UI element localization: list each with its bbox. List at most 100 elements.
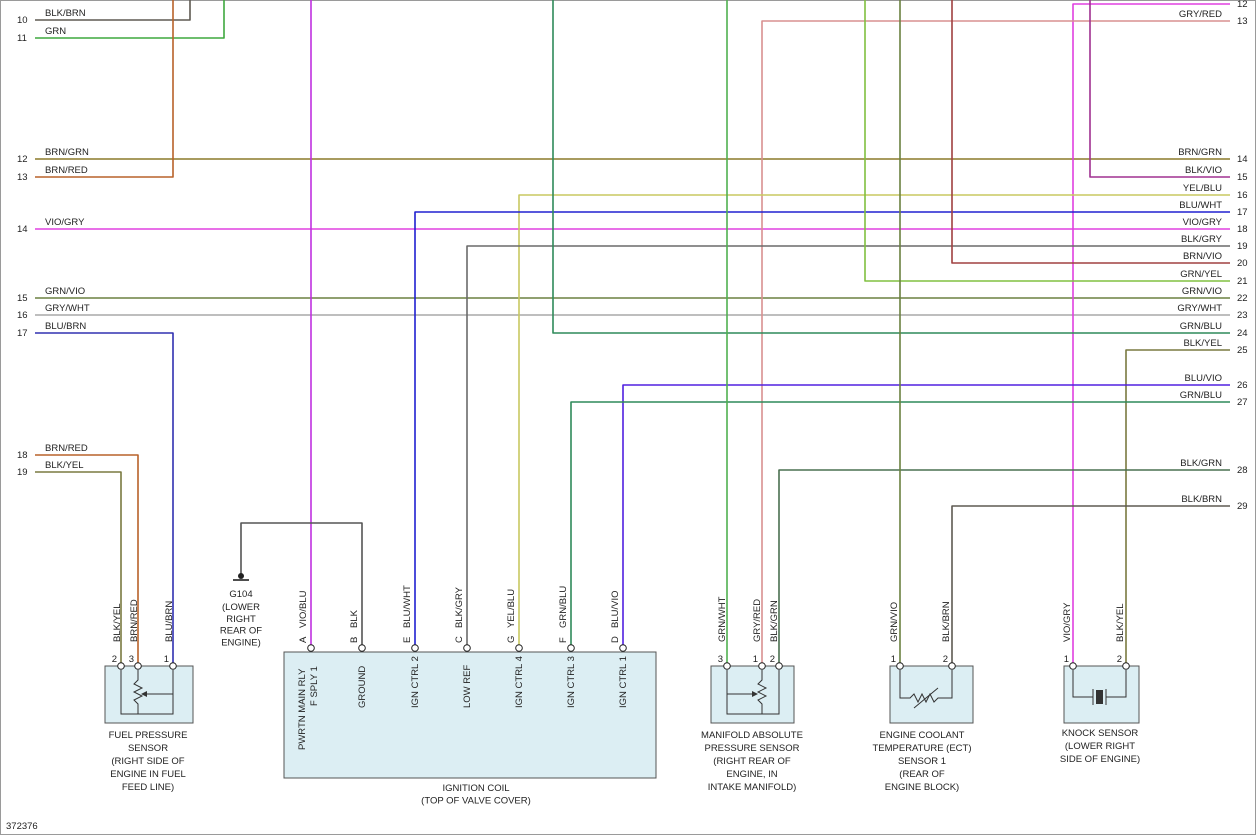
right-wire-label-15: BLK/VIO xyxy=(1185,165,1222,176)
left-pin-17: 17 xyxy=(17,328,28,339)
wire-grn-blu-coil xyxy=(570,401,1230,648)
ignition-coil-pin-letter-g: G xyxy=(506,636,517,643)
map-sensor-pin-1 xyxy=(758,662,766,670)
fuel-pressure-pin-num-2: 2 xyxy=(112,654,117,665)
map-sensor-arrow-icon xyxy=(752,691,758,697)
wire-brn-red-sensor xyxy=(35,454,139,666)
right-pin-21: 21 xyxy=(1237,276,1248,287)
right-pin-22: 22 xyxy=(1237,293,1248,304)
ignition-coil-pin-f xyxy=(567,644,575,652)
right-wire-label-23: GRY/WHT xyxy=(1177,303,1222,314)
wire-vio-gry-knock xyxy=(1072,3,1230,666)
right-wire-label-13: GRY/RED xyxy=(1179,9,1222,20)
wire-blk-yel-knock xyxy=(1125,349,1230,666)
map-sensor-pin-num-1: 1 xyxy=(753,654,758,665)
right-wire-label-18: VIO/GRY xyxy=(1183,217,1223,228)
map-sensor-title-line-2: PRESSURE SENSOR xyxy=(704,743,799,754)
ect-sensor-pin-wire-2: BLK/BRN xyxy=(941,601,952,642)
map-sensor-pin-wire-2: BLK/GRN xyxy=(769,600,780,642)
left-pin-16: 16 xyxy=(17,310,28,321)
ignition-coil-pin-d xyxy=(619,644,627,652)
ignition-coil-pin-func-c: LOW REF xyxy=(462,665,473,708)
right-wire-label-29: BLK/BRN xyxy=(1181,494,1222,505)
knock-sensor-pin-2 xyxy=(1122,662,1130,670)
ignition-coil-body xyxy=(283,651,657,779)
right-pin-18: 18 xyxy=(1237,224,1248,235)
right-pin-27: 27 xyxy=(1237,397,1248,408)
ignition-coil-pin-wire-d: BLU/VIO xyxy=(610,591,621,629)
label-layer: 10BLK/BRN11GRN12BRN/GRN13BRN/RED14VIO/GR… xyxy=(17,0,1248,807)
ignition-coil-pin-func-b: GROUND xyxy=(357,666,368,708)
fuel-pressure-sensor-title-line-2: SENSOR xyxy=(128,743,168,754)
knock-sensor-lead-left xyxy=(1072,670,1093,698)
left-wire-label-15: GRN/VIO xyxy=(45,286,85,297)
right-pin-25: 25 xyxy=(1237,345,1248,356)
fuel-pressure-pin-wire-2: BLK/YEL xyxy=(112,603,123,642)
ignition-coil-pin-a xyxy=(307,644,315,652)
right-wire-label-22: GRN/VIO xyxy=(1182,286,1222,297)
left-pin-11: 11 xyxy=(17,33,27,44)
left-wire-label-14: VIO/GRY xyxy=(45,217,85,228)
ignition-coil-pin-e xyxy=(411,644,419,652)
right-pin-15: 15 xyxy=(1237,172,1248,183)
fuel-pressure-pin-wire-3: BRN/RED xyxy=(129,599,140,642)
right-pin-12: 12 xyxy=(1237,0,1248,10)
ect-sensor-thermistor-icon xyxy=(899,670,953,704)
right-wire-label-25: BLK/YEL xyxy=(1183,338,1222,349)
ignition-coil-pin-func-a: PWRTN MAIN RLY xyxy=(297,668,308,750)
right-wire-label-20: BRN/VIO xyxy=(1183,251,1222,262)
ignition-coil-pin-func-e: IGN CTRL 2 xyxy=(410,656,421,708)
right-pin-23: 23 xyxy=(1237,310,1248,321)
left-pin-15: 15 xyxy=(17,293,28,304)
map-sensor-pin-wire-1: GRY/RED xyxy=(752,599,763,642)
map-sensor-pin-num-2: 2 xyxy=(770,654,775,665)
wire-grn-blu-upper xyxy=(552,0,1230,334)
ground-g104-node xyxy=(238,573,244,579)
ignition-coil-pin-wire-g: YEL/BLU xyxy=(506,589,517,628)
knock-sensor-pin-1 xyxy=(1069,662,1077,670)
ignition-coil-title-line-2: (TOP OF VALVE COVER) xyxy=(421,796,531,807)
wire-grn-left xyxy=(35,0,225,39)
ignition-coil-pin-g xyxy=(515,644,523,652)
ignition-coil-pin-letter-a: A xyxy=(298,636,309,643)
knock-sensor-title-line-2: (LOWER RIGHT xyxy=(1065,741,1135,752)
left-wire-label-12: BRN/GRN xyxy=(45,147,89,158)
ignition-coil-pin-func-d: IGN CTRL 1 xyxy=(618,656,629,708)
knock-sensor-lead-right xyxy=(1106,670,1127,698)
right-pin-26: 26 xyxy=(1237,380,1248,391)
fuel-pressure-pin-3 xyxy=(134,662,142,670)
ect-sensor-pin-num-1: 1 xyxy=(891,654,896,665)
right-wire-label-14: BRN/GRN xyxy=(1178,147,1222,158)
right-pin-19: 19 xyxy=(1237,241,1248,252)
left-pin-14: 14 xyxy=(17,224,28,235)
map-sensor-pin-wire-3: GRN/WHT xyxy=(717,596,728,642)
map-sensor-title-line-4: ENGINE, IN xyxy=(726,769,777,780)
fuel-pressure-sensor-resistor-icon xyxy=(132,670,144,714)
ignition-coil-pin-func2-a: F SPLY 1 xyxy=(309,666,320,706)
fuel-pressure-sensor-title-line-5: FEED LINE) xyxy=(122,782,174,793)
fuel-pressure-pin-wire-1: BLU/BRN xyxy=(164,601,175,642)
wire-layer xyxy=(35,0,1230,666)
ignition-coil-pin-letter-f: F xyxy=(558,637,569,643)
left-wire-label-13: BRN/RED xyxy=(45,165,88,176)
ignition-coil-pin-wire-c: BLK/GRY xyxy=(454,586,465,628)
left-wire-label-17: BLU/BRN xyxy=(45,321,86,332)
diagram-id: 372376 xyxy=(6,821,38,832)
right-pin-14: 14 xyxy=(1237,154,1248,165)
component-layer xyxy=(104,573,1140,779)
right-wire-label-17: BLU/WHT xyxy=(1179,200,1222,211)
left-wire-label-18: BRN/RED xyxy=(45,443,88,454)
ect-sensor-pin-wire-1: GRN/VIO xyxy=(889,602,900,642)
left-wire-label-10: BLK/BRN xyxy=(45,8,86,19)
ignition-coil-pin-wire-f: GRN/BLU xyxy=(558,586,569,628)
fuel-pressure-sensor-circuit xyxy=(120,670,174,715)
ignition-coil-pin-wire-a: VIO/BLU xyxy=(298,590,309,628)
right-pin-17: 17 xyxy=(1237,207,1248,218)
knock-sensor-pin-num-2: 2 xyxy=(1117,654,1122,665)
map-sensor-resistor-icon xyxy=(756,670,768,714)
wire-blk-brn-ect xyxy=(951,505,1230,666)
ground-g104-id: G104 xyxy=(229,589,252,600)
left-pin-12: 12 xyxy=(17,154,28,165)
ect-sensor-pin-1 xyxy=(896,662,904,670)
wire-yel-blu xyxy=(518,194,1230,648)
